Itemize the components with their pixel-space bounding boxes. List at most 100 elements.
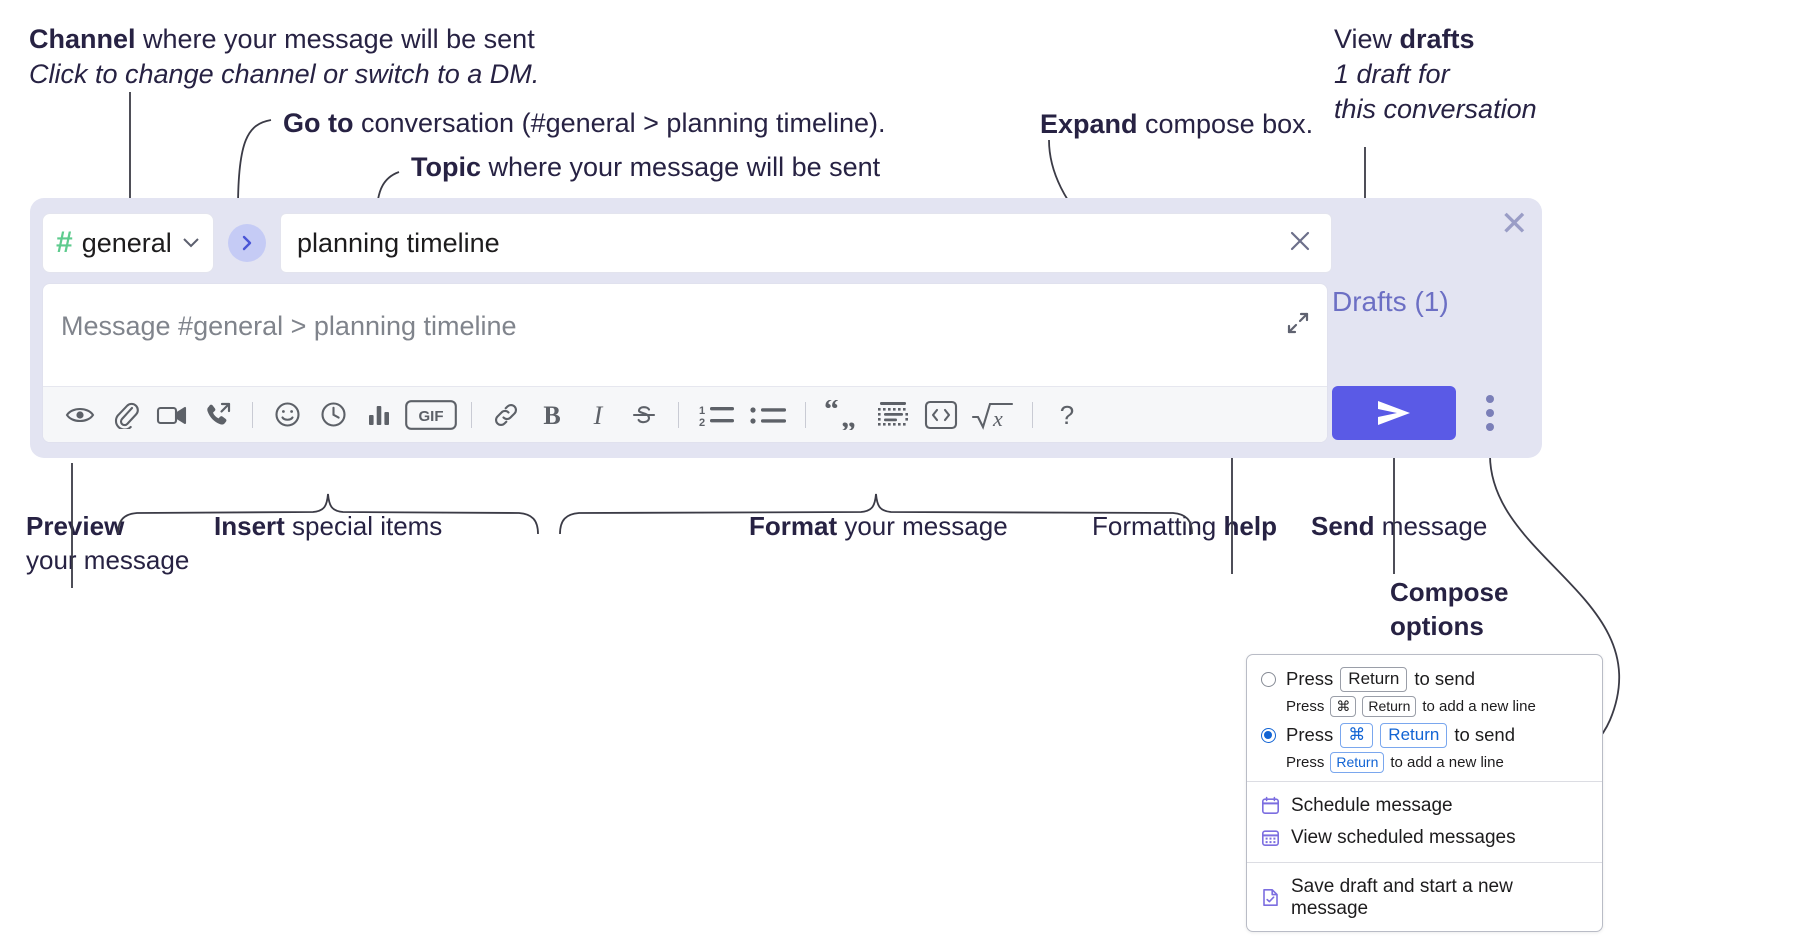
chevron-right-icon — [242, 235, 252, 251]
more-options-icon — [1486, 395, 1494, 403]
menu-divider — [1247, 780, 1602, 782]
preview-icon[interactable] — [57, 394, 103, 436]
code-icon[interactable] — [917, 394, 965, 436]
close-icon[interactable]: ✕ — [1500, 205, 1529, 243]
annotation-format-rest: your message — [837, 511, 1008, 541]
topic-input[interactable]: planning timeline — [280, 213, 1332, 273]
menu-item-label: Save draft and start a new message — [1291, 875, 1513, 919]
annotation-channel-bold: Channel — [29, 24, 136, 54]
send-icon — [1378, 401, 1410, 425]
menu-option1-sub-tail: to add a new line — [1422, 697, 1536, 715]
annotation-drafts: View drafts 1 draft for this conversatio… — [1334, 22, 1537, 127]
emoji-icon[interactable] — [264, 394, 310, 436]
menu-option1-tail: to send — [1414, 668, 1476, 690]
key-return: Return — [1330, 751, 1385, 773]
goto-conversation-button[interactable] — [228, 224, 266, 262]
italic-icon[interactable]: I — [575, 394, 621, 436]
menu-option1-press: Press — [1286, 668, 1334, 690]
annotation-help-lead: Formatting — [1092, 511, 1224, 541]
svg-text:I: I — [593, 401, 604, 429]
menu-item-save-draft[interactable]: Save draft and start a new message — [1247, 871, 1602, 925]
help-icon[interactable]: ? — [1044, 394, 1090, 436]
annotation-expand: Expand compose box. — [1040, 107, 1313, 142]
annotation-drafts-italic2: this conversation — [1334, 94, 1537, 125]
menu-item-schedule-message[interactable]: Schedule message — [1247, 790, 1602, 822]
attachment-icon[interactable] — [103, 394, 149, 436]
audio-call-icon[interactable] — [195, 394, 241, 436]
gif-icon[interactable]: GIF — [402, 394, 460, 436]
strikethrough-icon[interactable] — [621, 394, 667, 436]
poll-icon[interactable] — [356, 394, 402, 436]
annotation-topic-bold: Topic — [411, 152, 481, 182]
annotation-channel: Channel where your message will be sent … — [29, 22, 539, 92]
annotation-insert: Insert special items — [214, 510, 442, 544]
key-return: Return — [1380, 722, 1448, 748]
menu-option1-sub-press: Press — [1286, 697, 1325, 715]
key-command: ⌘ — [1330, 695, 1357, 717]
annotation-compose-options-bold2: options — [1390, 610, 1484, 641]
expand-icon[interactable] — [1285, 310, 1311, 336]
channel-selector[interactable]: # general — [42, 213, 214, 273]
annotation-preview-rest: your message — [26, 544, 190, 575]
radio-unselected[interactable] — [1261, 671, 1276, 687]
channel-row: # general planning timeline — [42, 213, 1332, 273]
link-icon[interactable] — [483, 394, 529, 436]
annotation-drafts-italic1: 1 draft for — [1334, 59, 1450, 90]
compose-options-button[interactable] — [1478, 390, 1502, 436]
annotation-send-rest: message — [1374, 511, 1488, 541]
annotation-topic-rest: where your message will be sent — [481, 152, 881, 182]
more-options-icon — [1486, 423, 1494, 431]
annotation-send: Send message — [1311, 510, 1487, 544]
radio-selected[interactable] — [1261, 727, 1276, 743]
annotation-preview-bold: Preview — [26, 511, 125, 541]
menu-radio-return-to-send[interactable]: Press Return to send — [1247, 665, 1602, 694]
annotation-preview: Preview your message — [26, 510, 189, 578]
send-button[interactable] — [1332, 386, 1456, 440]
menu-divider — [1247, 861, 1602, 863]
blockquote-icon[interactable]: “„ — [817, 394, 869, 436]
message-placeholder: Message #general > planning timeline — [61, 311, 517, 341]
bulleted-list-icon[interactable] — [742, 394, 794, 436]
topic-value: planning timeline — [297, 227, 500, 258]
annotation-format: Format your message — [749, 510, 1008, 544]
menu-radio-cmd-return-to-send[interactable]: Press ⌘ Return to send — [1247, 721, 1602, 750]
key-return: Return — [1340, 667, 1408, 692]
svg-text:GIF: GIF — [419, 408, 444, 425]
toolbar-separator — [805, 401, 806, 428]
close-icon[interactable] — [1285, 226, 1315, 261]
toolbar-separator — [678, 401, 679, 428]
annotation-goto: Go to conversation (#general > planning … — [283, 106, 886, 141]
annotation-send-bold: Send — [1311, 511, 1375, 541]
annotation-channel-rest: where your message will be sent — [135, 24, 535, 54]
code-block-icon[interactable] — [869, 394, 917, 436]
more-options-icon — [1486, 409, 1494, 417]
toolbar-separator — [252, 401, 253, 428]
menu-item-label: Schedule message — [1291, 794, 1453, 816]
menu-option2-press: Press — [1286, 724, 1334, 746]
annotation-help: Formatting help — [1092, 510, 1277, 544]
annotation-insert-bold: Insert — [214, 511, 285, 541]
math-icon[interactable]: x — [965, 394, 1021, 436]
calendar-icon — [1261, 796, 1280, 815]
save-draft-icon — [1261, 888, 1280, 907]
clock-icon[interactable] — [310, 394, 356, 436]
annotation-expand-bold: Expand — [1040, 109, 1138, 139]
menu-option2-sub: Press Return to add a new line — [1247, 751, 1602, 773]
toolbar-separator — [471, 401, 472, 428]
key-return: Return — [1362, 695, 1417, 717]
message-input-box[interactable]: Message #general > planning timeline — [42, 283, 1328, 443]
drafts-link[interactable]: Drafts (1) — [1332, 286, 1449, 317]
annotation-help-bold: help — [1223, 511, 1277, 541]
video-icon[interactable] — [149, 394, 195, 436]
annotation-channel-italic: Click to change channel or switch to a D… — [29, 59, 540, 90]
menu-item-view-scheduled-messages[interactable]: View scheduled messages — [1247, 822, 1602, 854]
bold-icon[interactable]: B — [529, 394, 575, 436]
annotation-goto-rest: conversation (#general > planning timeli… — [353, 108, 886, 138]
annotation-drafts-lead: View — [1334, 24, 1400, 54]
annotation-format-bold: Format — [749, 511, 838, 541]
calendar-grid-icon — [1261, 828, 1280, 847]
svg-text:?: ? — [1060, 401, 1074, 429]
